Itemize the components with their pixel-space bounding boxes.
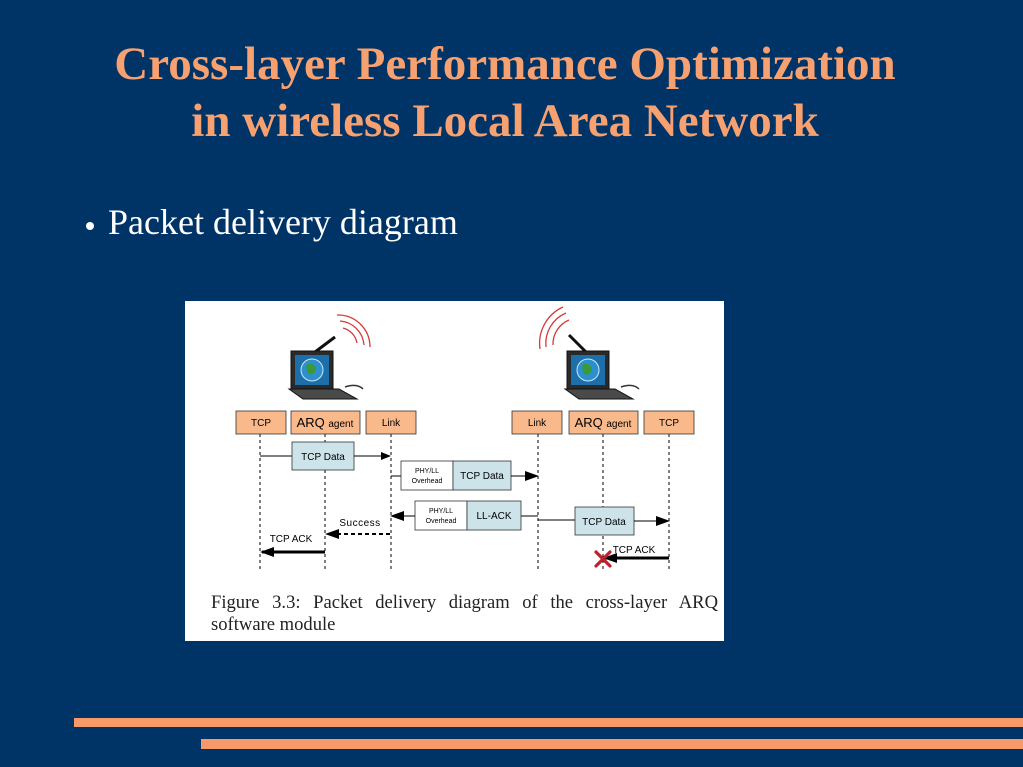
phy-overhead-1-line2: Overhead — [412, 478, 443, 485]
tcp-data-box-1 — [291, 441, 355, 471]
right-link-label: Link — [528, 418, 547, 429]
packet-delivery-figure: TCP ARQ agent Link Link ARQ agent TCP TC… — [185, 301, 724, 641]
left-link-box — [365, 410, 417, 435]
right-tcp-box — [643, 410, 695, 435]
tcp-data-label-1: TCP Data — [301, 452, 345, 463]
ll-ack-label: LL-ACK — [476, 511, 511, 522]
tcp-data-label-2: TCP Data — [460, 471, 504, 482]
slide-title: Cross-layer Performance Optimization in … — [0, 36, 1010, 150]
lifelines — [259, 434, 670, 569]
right-laptop-icon — [538, 306, 640, 400]
right-tcp-label: TCP — [659, 418, 679, 429]
title-line-1: Cross-layer Performance Optimization — [114, 38, 896, 90]
right-arq-box — [568, 410, 639, 435]
packet-delivery-diagram: TCP ARQ agent Link Link ARQ agent TCP TC… — [235, 306, 695, 569]
success-label: Success — [339, 518, 380, 529]
figure-caption: Figure 3.3: Packet delivery diagram of t… — [211, 592, 718, 635]
left-tcp-label: TCP — [251, 418, 271, 429]
bullet-text: Packet delivery diagram — [108, 202, 458, 242]
dropped-x-icon — [594, 550, 612, 568]
phy-overhead-1-line1: PHY/LL — [415, 468, 439, 475]
tcp-ack-right-label: TCP ACK — [613, 545, 656, 556]
phy-overhead-box-2 — [414, 500, 468, 531]
right-arq-label: ARQ agent — [575, 415, 632, 430]
title-line-2: in wireless Local Area Network — [191, 95, 819, 147]
right-link-box — [511, 410, 563, 435]
tcp-data-label-3: TCP Data — [582, 517, 626, 528]
bullet-dot-icon — [86, 221, 94, 230]
left-tcp-box — [235, 410, 287, 435]
accent-bar-bottom — [201, 739, 1023, 749]
accent-bar-top — [74, 718, 1023, 727]
phy-overhead-2-line1: PHY/LL — [429, 508, 453, 515]
left-link-label: Link — [382, 418, 401, 429]
bullet-item: Packet delivery diagram — [86, 200, 458, 244]
ll-ack-box — [466, 500, 522, 531]
phy-overhead-2-line2: Overhead — [426, 518, 457, 525]
left-arq-box — [290, 410, 361, 435]
phy-overhead-box-1 — [400, 460, 454, 491]
left-arq-label: ARQ agent — [297, 415, 354, 430]
left-laptop-icon — [287, 314, 371, 400]
tcp-ack-left-label: TCP ACK — [270, 534, 313, 545]
